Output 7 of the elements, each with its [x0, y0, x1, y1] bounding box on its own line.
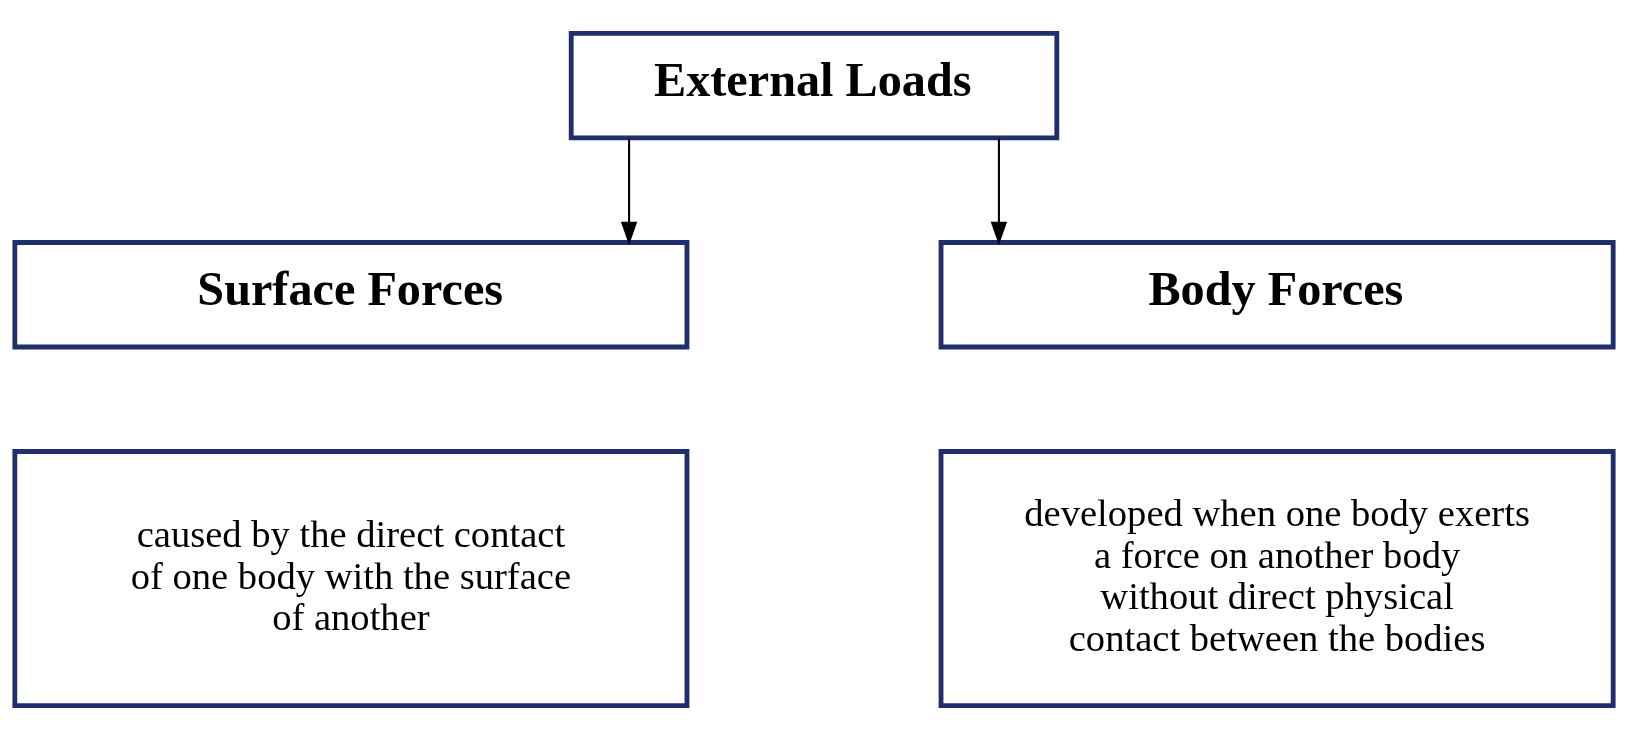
- node-box: developed when one body exerts a force on another body without direct physical contact between the bodies: [938, 449, 1616, 708]
- node-box: Surface Forces: [12, 240, 690, 350]
- node-box: caused by the direct contact of one body with the surface of another: [12, 449, 690, 708]
- node-box: External Loads: [568, 31, 1060, 141]
- node-box: Body Forces: [938, 240, 1616, 350]
- arrow: [620, 138, 638, 246]
- arrow: [990, 138, 1008, 246]
